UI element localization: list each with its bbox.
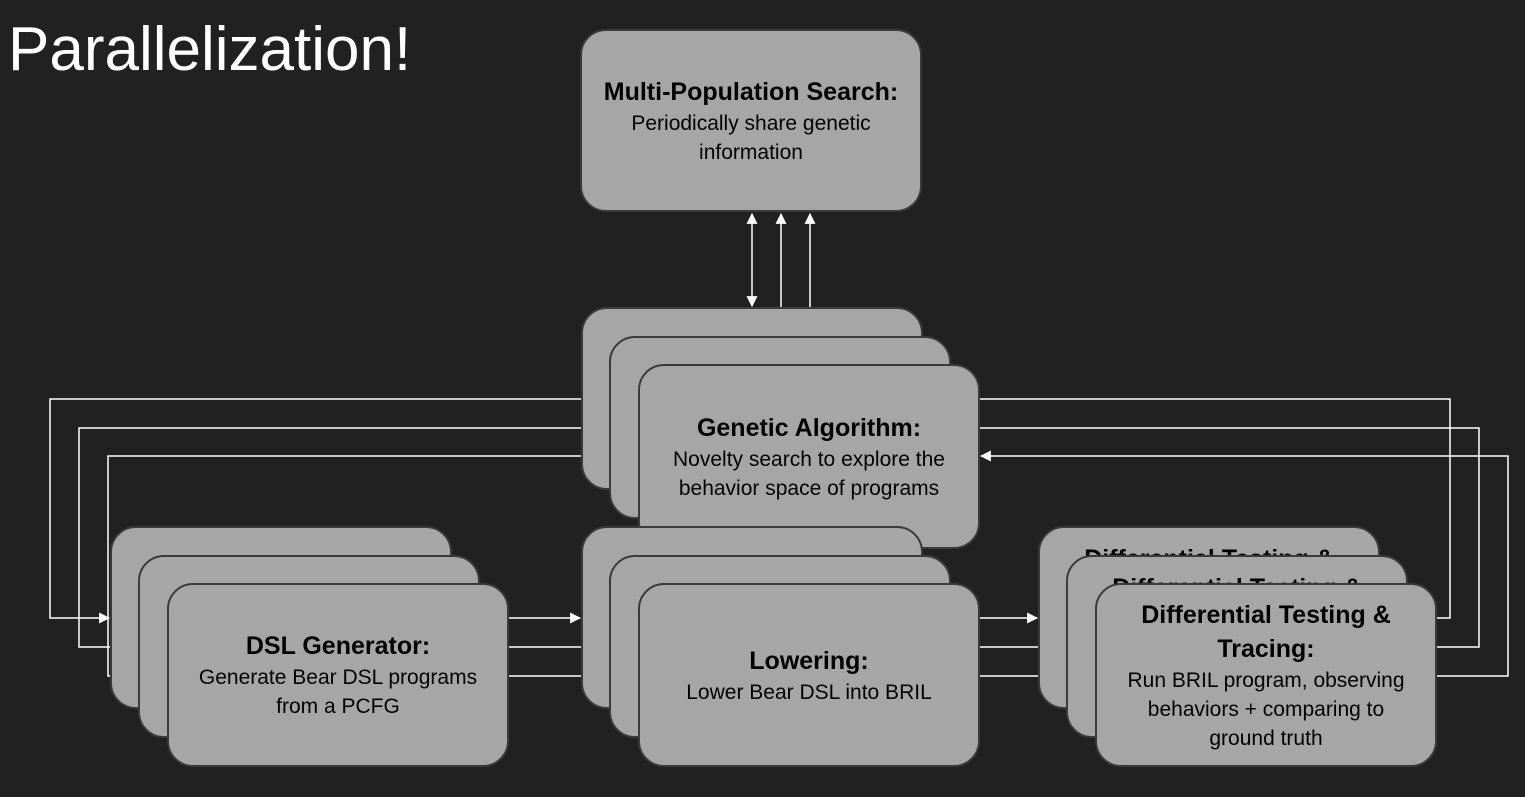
slide-title: Parallelization! (8, 15, 412, 84)
dsl-generator-description: Generate Bear DSL programs from a PCFG (198, 666, 478, 718)
lowering-heading: Lowering: (749, 646, 869, 675)
differential-testing-heading: Differential Testing & Tracing: (1141, 600, 1391, 663)
multi-population-heading: Multi-Population Search: (603, 77, 899, 106)
lowering-description: Lower Bear DSL into BRIL (686, 680, 932, 704)
multi-population-description: Periodically share genetic information (631, 111, 871, 164)
difftest-to-ga-loop-3 (979, 450, 1509, 677)
genetic-algorithm-description: Novelty search to explore the behavior s… (673, 447, 945, 500)
genetic-algorithm-box: Genetic Algorithm: Novelty search to exp… (638, 364, 980, 549)
dsl-generator-box: DSL Generator: Generate Bear DSL program… (167, 583, 509, 767)
difftest-to-ga-loop-2 (950, 427, 1480, 648)
multi-population-search-box: Multi-Population Search: Periodically sh… (580, 29, 922, 212)
differential-testing-description: Run BRIL program, observing behaviors + … (1127, 668, 1405, 750)
dsl-generator-heading: DSL Generator: (245, 632, 431, 660)
genetic-algorithm-heading: Genetic Algorithm: (696, 413, 922, 442)
differential-testing-box: Differential Testing & Tracing: Run BRIL… (1095, 583, 1437, 767)
lowering-box: Lowering: Lower Bear DSL into BRIL (638, 583, 980, 767)
